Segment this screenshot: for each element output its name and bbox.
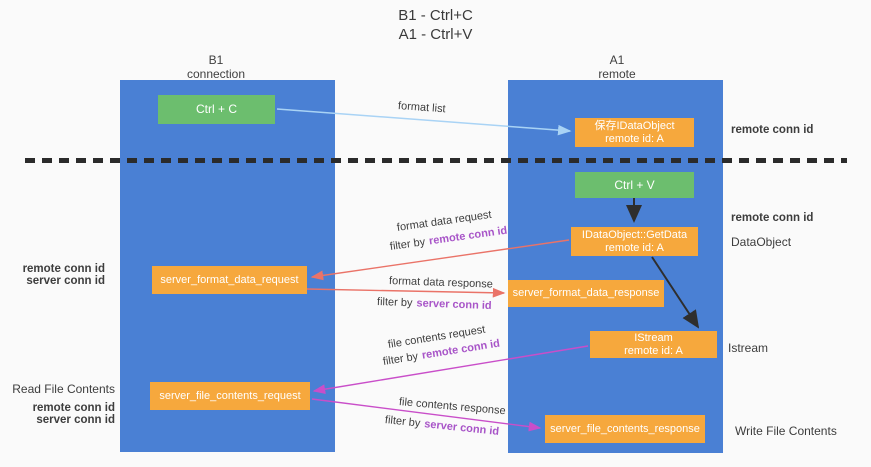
right-remote-conn-id-mid: remote conn id [731,212,814,224]
server-format-data-request-label: server_format_data_request [160,273,299,286]
right-column-header: A1 remote [552,53,682,81]
istream-line2: remote id: A [624,344,683,357]
left-column-name: B1 [208,53,224,67]
left-remote-conn-id-1: remote conn id [22,263,105,275]
remote-conn-id-key: remote conn id [428,224,508,248]
right-column-name: A1 [609,53,625,67]
filter-by-text: filter by [376,296,413,310]
save-dataobject-line1: 保存IDataObject [594,119,675,132]
right-remote-conn-id-top: remote conn id [731,124,814,136]
left-conn-id-labels-1: remote conn id server conn id [10,263,105,287]
dataobject-label: DataObject [731,235,792,249]
server-format-data-response-label: server_format_data_response [512,287,660,299]
getdata-line1: IDataObject::GetData [581,228,688,241]
page-title: B1 - Ctrl+C A1 - Ctrl+V [0,6,871,44]
filter-by-text: filter by [389,236,426,253]
ctrl-c-label: Ctrl + C [195,102,237,116]
ctrl-c-box: Ctrl + C [158,95,275,124]
istream-line1: IStream [634,331,673,344]
dashed-separator [25,158,847,163]
read-file-contents-label: Read File Contents [12,382,115,396]
format-data-response-label: format data response [388,275,494,291]
filter-by-text: filter by [384,414,421,430]
save-dataobject-box: 保存IDataObject remote id: A [575,118,694,147]
ctrl-v-box: Ctrl + V [575,172,694,198]
filter-by-text: filter by [382,350,419,368]
left-server-conn-id-1: server conn id [26,275,105,287]
right-column-subtitle: remote [598,67,636,81]
server-file-contents-request-label: server_file_contents_request [159,389,301,402]
ctrl-v-label: Ctrl + V [614,177,655,192]
left-column-subtitle: connection [186,67,246,81]
server-file-contents-response-box: server_file_contents_response [545,415,705,443]
save-dataobject-line2: remote id: A [605,132,664,145]
format-list-label: format list [397,100,446,116]
write-file-contents-label: Write File Contents [735,424,837,438]
server-conn-id-key: server conn id [423,418,500,438]
left-server-conn-id-2: server conn id [36,414,115,426]
left-remote-conn-id-2: remote conn id [32,402,115,414]
title-line-2: A1 - Ctrl+V [398,26,473,43]
server-format-data-request-box: server_format_data_request [152,266,307,294]
getdata-line2: remote id: A [605,241,664,254]
server-file-contents-request-box: server_file_contents_request [150,382,310,410]
getdata-box: IDataObject::GetData remote id: A [571,227,698,256]
left-column-header: B1 connection [151,53,281,81]
left-file-labels: Read File Contents remote conn id server… [10,382,115,426]
file-contents-response-label: file contents response [398,396,507,418]
title-line-1: B1 - Ctrl+C [398,7,473,24]
istream-box: IStream remote id: A [590,331,717,358]
server-conn-id-key: server conn id [416,297,492,312]
istream-side-label: Istream [728,341,769,355]
server-format-data-response-box: server_format_data_response [508,280,664,307]
server-file-contents-response-label: server_file_contents_response [550,422,700,435]
